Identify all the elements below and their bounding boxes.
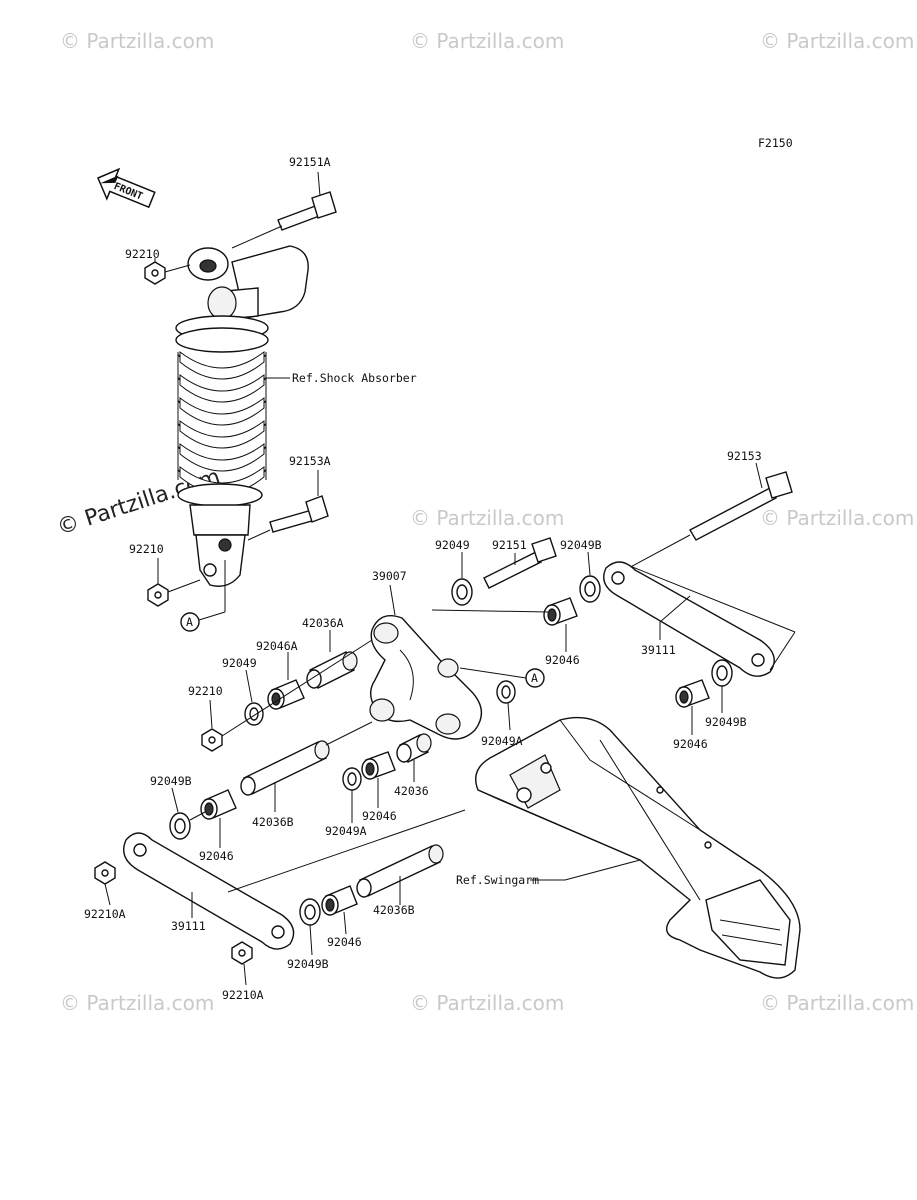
label-ref-shock-absorber: Ref.Shock Absorber: [292, 371, 417, 385]
bearing-92046a: [267, 652, 305, 710]
label-92210a-left: 92210A: [84, 907, 126, 921]
watermark: © Partzilla.com: [60, 991, 214, 1015]
label-92049b-bottom: 92049B: [287, 957, 329, 971]
sleeve-42036a: [306, 630, 358, 689]
label-92049a-mid: 92049A: [481, 734, 523, 748]
label-92151a: 92151A: [289, 155, 331, 169]
bearing-92046-mid-left: [189, 789, 237, 848]
label-39007: 39007: [372, 569, 407, 583]
label-92153: 92153: [727, 449, 762, 463]
label-92046a: 92046A: [256, 639, 298, 653]
label-92153a: 92153A: [289, 454, 331, 468]
ref-a-right: A: [459, 667, 545, 688]
sleeve-42036b-mid: [240, 721, 373, 812]
label-42036b-mid: 42036B: [252, 815, 294, 829]
bolt-92153: [609, 462, 793, 579]
bearing-92046-bottom: [321, 885, 358, 935]
nut-92210-left: [201, 639, 373, 752]
label-92046-top: 92046: [545, 653, 580, 667]
label-92049b-right: 92049B: [705, 715, 747, 729]
washer-92049a-mid: [496, 680, 516, 731]
washer-92049-top: [451, 552, 473, 606]
ref-a-right-label: A: [531, 671, 538, 685]
label-ref-swingarm: Ref.Swingarm: [456, 873, 539, 887]
label-92049a-low: 92049A: [325, 824, 367, 838]
label-92046-low: 92046: [362, 809, 397, 823]
figure-code: F2150: [758, 136, 793, 150]
washer-92049-left: [244, 669, 264, 726]
shock-absorber: [175, 245, 309, 587]
label-92049-left: 92049: [222, 656, 257, 670]
washer-92049b-bottom: [299, 898, 321, 956]
watermark: © Partzilla.com: [760, 29, 914, 53]
bolt-92153a: [247, 470, 329, 541]
washer-92049b-top: [579, 551, 601, 603]
label-92210a-bottom: 92210A: [222, 988, 264, 1002]
label-92046-bottom: 92046: [327, 935, 362, 949]
bearing-92046-top: [431, 597, 578, 652]
connecting-rod-39111-right: [603, 561, 796, 677]
collar-42036: [396, 733, 432, 782]
watermark: © Partzilla.com: [60, 29, 214, 53]
label-39111-left: 39111: [171, 919, 206, 933]
watermark: © Partzilla.com: [410, 506, 564, 530]
label-92046-mid-left: 92046: [199, 849, 234, 863]
label-92046-right: 92046: [673, 737, 708, 751]
bearing-92046-right: [675, 679, 710, 735]
bolt-92151: [483, 537, 557, 589]
connecting-rod-39111-left: [123, 809, 466, 950]
swingarm: [475, 716, 801, 979]
rocker-bracket-39007: [369, 584, 483, 740]
washer-92049b-right: [711, 659, 733, 713]
label-92049b-left: 92049B: [150, 774, 192, 788]
washer-92049a-low: [342, 767, 362, 823]
watermark: © Partzilla.com: [760, 991, 914, 1015]
label-42036b-low: 42036B: [373, 903, 415, 917]
label-42036a: 42036A: [302, 616, 344, 630]
bolt-92151a: [231, 171, 337, 249]
watermark: © Partzilla.com: [410, 29, 564, 53]
nut-92210-mid: [147, 558, 201, 607]
nut-92210a-left: [94, 861, 116, 906]
front-arrow-icon: FRONT: [97, 167, 156, 209]
nut-92210-top: [144, 258, 191, 285]
nut-92210a-bottom: [231, 941, 253, 986]
label-39111-right: 39111: [641, 643, 676, 657]
label-42036: 42036: [394, 784, 429, 798]
label-92049b-top: 92049B: [560, 538, 602, 552]
label-92210-left: 92210: [188, 684, 223, 698]
ref-a-left-label: A: [186, 615, 193, 629]
ref-a-left: A: [180, 560, 226, 632]
part-labels: 92151A 92210 Ref.Shock Absorber 92153A 9…: [84, 155, 762, 1002]
sleeve-42036b-low: [356, 844, 444, 905]
washer-92049b-left: [169, 787, 191, 840]
bearing-92046-low: [361, 751, 396, 808]
watermark: © Partzilla.com: [410, 991, 564, 1015]
label-92210-mid: 92210: [129, 542, 164, 556]
watermark: © Partzilla.com: [760, 506, 914, 530]
label-92151: 92151: [492, 538, 527, 552]
label-92210-top: 92210: [125, 247, 160, 261]
label-92049-top: 92049: [435, 538, 470, 552]
